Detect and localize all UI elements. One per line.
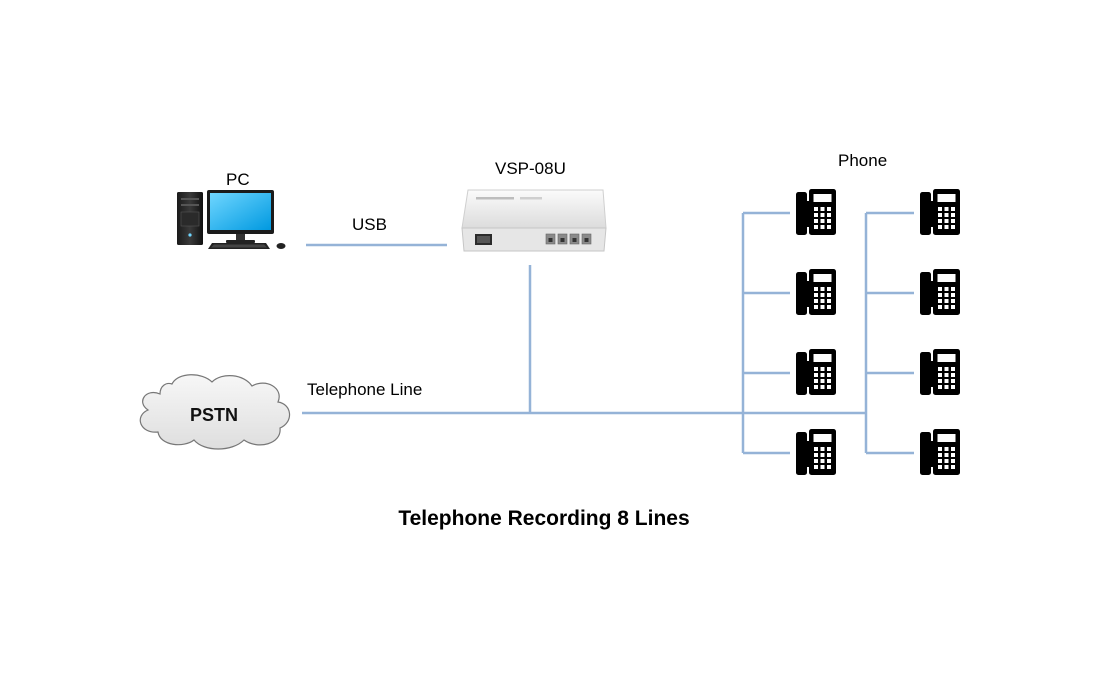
desk-phone-icon	[796, 349, 836, 395]
pc-label: PC	[226, 170, 250, 189]
desk-phone-icon	[920, 349, 960, 395]
device-node: VSP-08U	[461, 159, 607, 252]
desktop-computer-icon	[177, 190, 286, 249]
device-label: VSP-08U	[495, 159, 566, 178]
pc-node: PC	[177, 170, 286, 249]
desk-phone-icon	[920, 269, 960, 315]
phones-group	[796, 189, 960, 475]
desk-phone-icon	[796, 429, 836, 475]
desk-phone-icon	[796, 189, 836, 235]
cloud-icon	[139, 374, 291, 450]
usb-label: USB	[352, 215, 387, 234]
phone-label: Phone	[838, 151, 887, 170]
wires	[302, 211, 914, 455]
pstn-label: PSTN	[190, 405, 238, 425]
diagram-title: Telephone Recording 8 Lines	[398, 507, 689, 530]
desk-phone-icon	[796, 269, 836, 315]
telephone-line-label: Telephone Line	[307, 380, 422, 399]
desk-phone-icon	[920, 189, 960, 235]
desk-phone-icon	[920, 429, 960, 475]
recorder-box-icon	[461, 189, 607, 252]
pstn-node: PSTN	[139, 374, 291, 450]
